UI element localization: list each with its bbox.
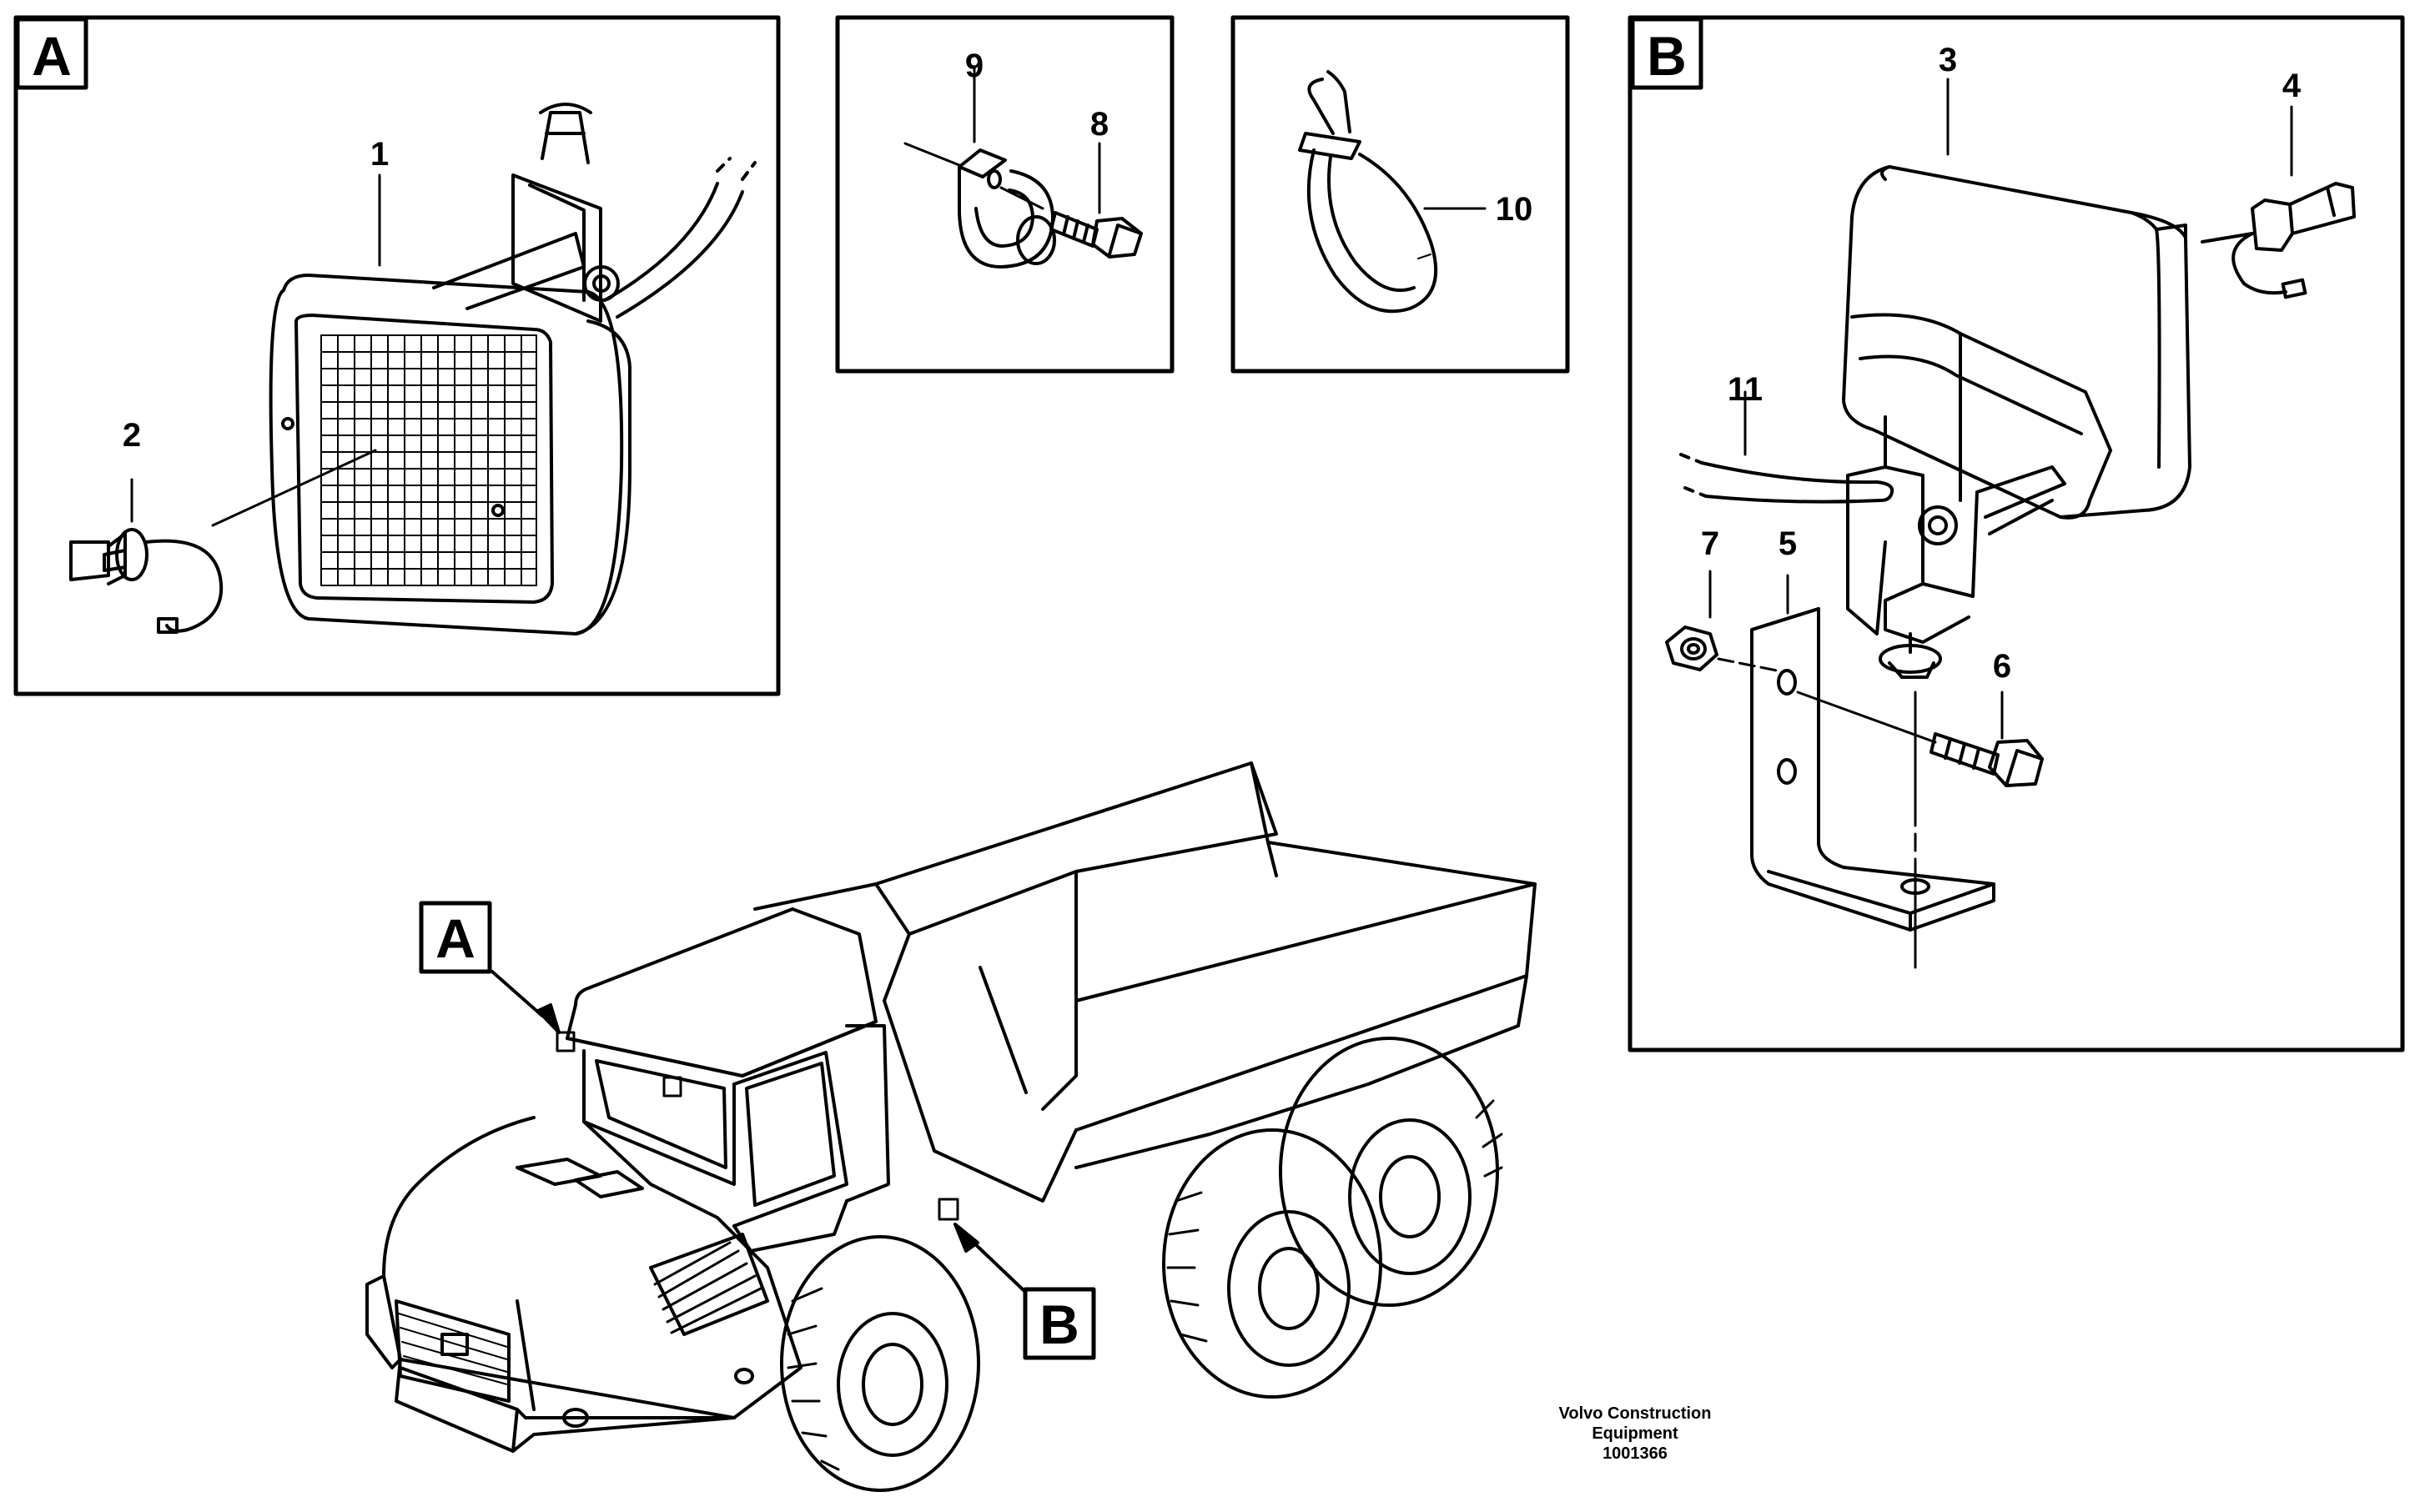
footer-drawing-number: 1001366 <box>1602 1444 1668 1463</box>
lower-washer-bolt <box>1879 632 1942 969</box>
part-number-11: 11 <box>1728 371 1763 408</box>
bulb-b <box>2201 105 2356 299</box>
front-wheel <box>780 1235 980 1492</box>
hex-bolt <box>1796 691 2044 787</box>
part-number-2: 2 <box>123 417 141 454</box>
part-number-4: 4 <box>2282 68 2302 104</box>
mounting-bracket <box>1750 574 1995 932</box>
articulated-dump-truck <box>365 761 1537 1492</box>
part-number-5: 5 <box>1779 525 1797 562</box>
screw <box>999 142 1143 259</box>
detail-panel-cable-tie <box>1230 15 1570 374</box>
p-clip <box>903 65 1056 269</box>
part-number-3: 3 <box>1939 42 1957 78</box>
footer-brand-line2: Equipment <box>1592 1424 1678 1443</box>
view-label-b-panel: B <box>1647 25 1687 87</box>
view-label-b-callout: B <box>1039 1293 1079 1355</box>
part-number-10: 10 <box>1496 191 1533 228</box>
callout-a <box>419 901 561 1034</box>
bulb-a <box>69 478 224 634</box>
part-number-8: 8 <box>1090 106 1109 143</box>
rear-wheel-1 <box>1162 1128 1382 1399</box>
part-number-1: 1 <box>370 136 389 173</box>
view-label-a-callout: A <box>435 907 475 969</box>
view-label-a-panel: A <box>32 25 72 87</box>
detail-panel-clamp <box>835 15 1175 374</box>
detail-panel-a <box>13 15 781 696</box>
nut-washer <box>1665 570 1783 673</box>
part-number-7: 7 <box>1701 525 1719 562</box>
part-number-9: 9 <box>965 48 984 84</box>
work-lamp-b <box>1679 78 2191 644</box>
cable-tie <box>1298 70 1487 314</box>
footer-brand-line1: Volvo Construction <box>1558 1404 1712 1423</box>
detail-panel-b <box>1628 15 2405 1052</box>
rear-wheel-2 <box>1279 1037 1503 1307</box>
callout-b <box>953 1223 1096 1360</box>
part-number-6: 6 <box>1993 648 2011 685</box>
work-lamp-a <box>211 103 757 635</box>
